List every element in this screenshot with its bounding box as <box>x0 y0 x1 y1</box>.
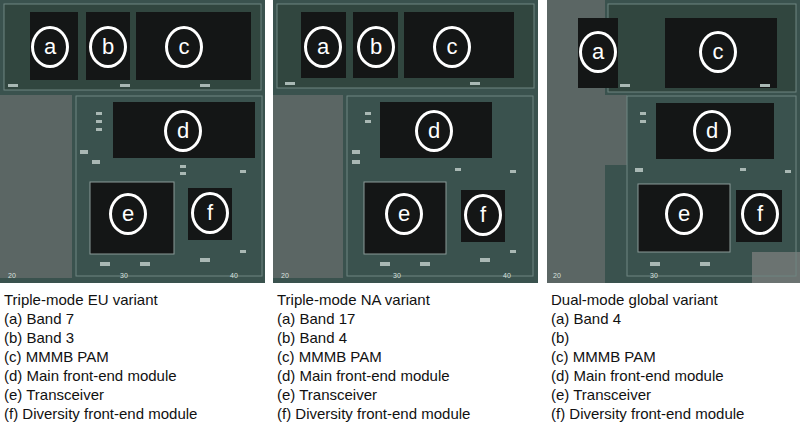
board-outline <box>627 96 796 276</box>
callout-letter: a <box>44 36 56 58</box>
callout-circle: b <box>89 26 127 68</box>
chip <box>656 103 774 159</box>
chip <box>90 182 174 254</box>
scale-number: 30 <box>120 272 128 280</box>
legend-item: (d) Main front-end module <box>277 367 450 385</box>
callout-letter: a <box>592 41 604 63</box>
pcb-board <box>273 0 538 283</box>
legend-item: (a) Band 4 <box>551 310 621 328</box>
chip <box>578 18 618 88</box>
callout-letter: d <box>706 120 718 142</box>
callout-letter: c <box>447 36 458 58</box>
module-area <box>4 4 261 90</box>
board-outline <box>347 96 533 276</box>
callout-letter: d <box>428 120 440 142</box>
callout-circle: f <box>464 194 502 236</box>
legend-item: (c) MMMB PAM <box>277 348 382 366</box>
callout-circle: b <box>357 26 395 68</box>
callout-circle: c <box>165 26 203 68</box>
legend-item: (f) Diversity front-end module <box>551 405 744 423</box>
callout-circle: a <box>304 26 342 68</box>
chip <box>136 12 251 80</box>
callout-circle: a <box>579 31 617 73</box>
pcb-board <box>547 0 800 283</box>
scale-number: 40 <box>230 272 238 280</box>
chip <box>113 102 255 158</box>
callout-letter: e <box>398 203 410 225</box>
legend-item: (d) Main front-end module <box>4 367 177 385</box>
callout-circle: f <box>741 193 779 235</box>
legend-item: (b) Band 4 <box>277 329 347 347</box>
board-outline <box>76 96 262 276</box>
callout-letter: d <box>177 120 189 142</box>
chip <box>736 190 782 242</box>
callout-letter: b <box>102 36 114 58</box>
callout-letter: f <box>207 202 213 224</box>
chip <box>301 12 346 78</box>
scale-number: 20 <box>553 272 561 280</box>
callout-circle: c <box>699 31 737 73</box>
legend-item: (f) Diversity front-end module <box>277 405 470 423</box>
chip <box>353 12 398 78</box>
callout-circle: f <box>191 192 229 234</box>
callout-letter: b <box>370 36 382 58</box>
legend-item: (d) Main front-end module <box>551 367 724 385</box>
callout-letter: c <box>179 36 190 58</box>
chip <box>364 182 446 254</box>
legend-item: (a) Band 7 <box>4 310 74 328</box>
panel-title: Triple-mode EU variant <box>4 291 158 309</box>
legend-item: (a) Band 17 <box>277 310 355 328</box>
shield-area <box>605 95 627 165</box>
small-components <box>8 82 791 266</box>
callout-circle: e <box>109 193 147 235</box>
pcb-board <box>0 0 265 283</box>
callout-circle: c <box>433 26 471 68</box>
shield-area <box>0 95 72 278</box>
chip <box>665 18 777 88</box>
legend-item: (e) Transceiver <box>277 386 377 404</box>
legend-item: (e) Transceiver <box>551 386 651 404</box>
callout-letter: e <box>122 203 134 225</box>
module-area <box>608 4 796 92</box>
callout-circle: d <box>164 110 202 152</box>
callout-letter: f <box>757 203 763 225</box>
chip <box>461 190 505 242</box>
callout-circle: a <box>31 26 69 68</box>
callout-letter: e <box>678 203 690 225</box>
chip <box>30 12 78 80</box>
legend-item: (b) Band 3 <box>4 329 74 347</box>
scale-number: 20 <box>8 272 16 280</box>
chip <box>86 12 130 80</box>
panel-title: Triple-mode NA variant <box>277 291 430 309</box>
panel-title: Dual-mode global variant <box>551 291 718 309</box>
legend-item: (e) Transceiver <box>4 386 104 404</box>
legend-item: (b) <box>551 329 569 347</box>
callout-letter: c <box>713 41 724 63</box>
scale-number: 30 <box>650 272 658 280</box>
scale-number: 40 <box>503 272 511 280</box>
scale-number: 30 <box>393 272 401 280</box>
callout-letter: a <box>317 36 329 58</box>
module-area <box>277 4 534 88</box>
callout-circle: d <box>693 110 731 152</box>
chip <box>380 102 492 158</box>
shield-area <box>547 0 605 283</box>
callout-circle: d <box>415 110 453 152</box>
callout-circle: e <box>665 193 703 235</box>
callout-letter: f <box>480 204 486 226</box>
chip <box>188 188 232 240</box>
chip <box>638 184 730 252</box>
shield-area <box>752 252 800 283</box>
chip <box>404 12 514 78</box>
legend-item: (c) MMMB PAM <box>4 348 109 366</box>
shield-area <box>273 95 343 278</box>
legend-item: (f) Diversity front-end module <box>4 405 197 423</box>
callout-circle: e <box>385 193 423 235</box>
legend-item: (c) MMMB PAM <box>551 348 656 366</box>
scale-number: 20 <box>281 272 289 280</box>
